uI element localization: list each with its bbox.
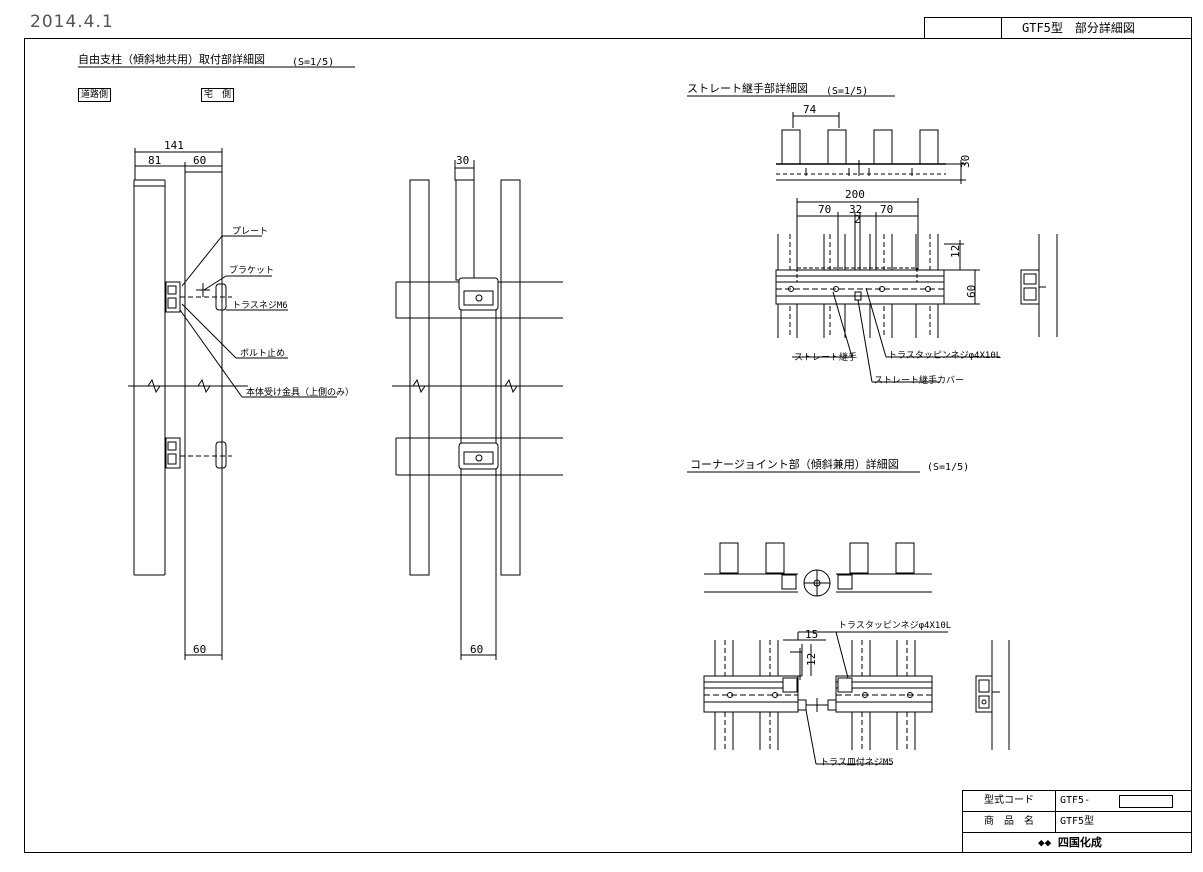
model-code-label: 型式コード	[963, 791, 1056, 811]
title-block: 型式コード GTF5- 商 品 名 GTF5型 ◆◆ 四国化成	[962, 790, 1192, 853]
callout-bolt-stop: ボルト止め	[240, 349, 286, 359]
dim-corner-a: 15	[805, 628, 819, 641]
dim-joint-small: 2	[854, 213, 861, 226]
callout-bracket: ブラケット	[229, 266, 275, 276]
corner-joint-title: コーナージョイント部（傾斜兼用）詳細図	[690, 458, 899, 471]
straight-joint-section	[687, 95, 966, 184]
company-logo: ◆◆ 四国化成	[1038, 836, 1102, 849]
callout-plate: プレート	[232, 227, 269, 237]
callout-corner-truss-screw: トラス皿付ネジM5	[820, 758, 894, 768]
corner-joint-side	[975, 640, 1010, 750]
dim-corner-b: 12	[805, 652, 818, 666]
product-name-value: GTF5型	[1060, 816, 1095, 827]
straight-joint-front	[775, 198, 1000, 383]
dim-joint-offset: 12	[949, 244, 962, 258]
callout-straight-joint: ストレート継手	[794, 353, 858, 363]
callout-joint-cover: ストレート継手カバー	[874, 376, 965, 386]
product-name-label: 商 品 名	[963, 812, 1056, 832]
dim-post-bottom: 60	[193, 643, 207, 656]
company-row: ◆◆ 四国化成	[963, 833, 1192, 854]
product-name-row: 商 品 名 GTF5型	[963, 812, 1192, 833]
corner-joint-front	[703, 631, 948, 765]
callout-truss-screw: トラスネジM6	[232, 301, 288, 311]
callout-body-fitting: 本体受け金具（上側のみ）	[246, 388, 355, 398]
drawing-frame	[24, 38, 1192, 853]
free-post-title: 自由支柱（傾斜地共用）取付部詳細図	[78, 53, 265, 66]
dim-total-width: 141	[164, 139, 184, 152]
dim-front-bottom: 60	[470, 643, 484, 656]
dim-pitch: 74	[803, 103, 817, 116]
model-code-value: GTF5-	[1060, 795, 1091, 806]
model-code-row: 型式コード GTF5-	[963, 791, 1192, 812]
drawing-date: 2014.4.1	[30, 12, 114, 32]
straight-joint-title: ストレート継手部詳細図	[687, 82, 808, 95]
callout-corner-tapping-screw: トラスタッピンネジφ4X10L	[838, 621, 952, 631]
straight-joint-side	[1020, 234, 1058, 337]
dim-joint-left: 70	[818, 203, 832, 216]
dim-joint-right: 70	[880, 203, 894, 216]
callout-tapping-screw: トラスタッピンネジφ4X10L	[888, 351, 1002, 361]
corner-joint-scale: (S=1/5)	[927, 462, 970, 473]
straight-joint-scale: (S=1/5)	[826, 86, 869, 97]
dim-joint-center: 32	[849, 203, 863, 216]
model-code-box	[1119, 795, 1173, 808]
corner-joint-section	[688, 471, 932, 597]
free-post-front-view	[392, 160, 563, 660]
company-logo-icon: ◆◆	[1038, 836, 1058, 849]
dim-height: 30	[959, 154, 972, 168]
dim-joint-depth: 60	[965, 284, 978, 298]
road-side-label: 道路側	[78, 88, 112, 102]
dim-front-top: 30	[456, 154, 470, 167]
drawing-title: GTF5型 部分詳細図	[1001, 17, 1192, 39]
free-post-side-view	[78, 66, 355, 660]
dim-right-width: 60	[193, 154, 207, 167]
free-post-scale: (S=1/5)	[292, 57, 335, 68]
house-side-label: 宅 側	[201, 88, 235, 102]
dim-joint-width: 200	[845, 188, 865, 201]
dim-left-width: 81	[148, 154, 162, 167]
